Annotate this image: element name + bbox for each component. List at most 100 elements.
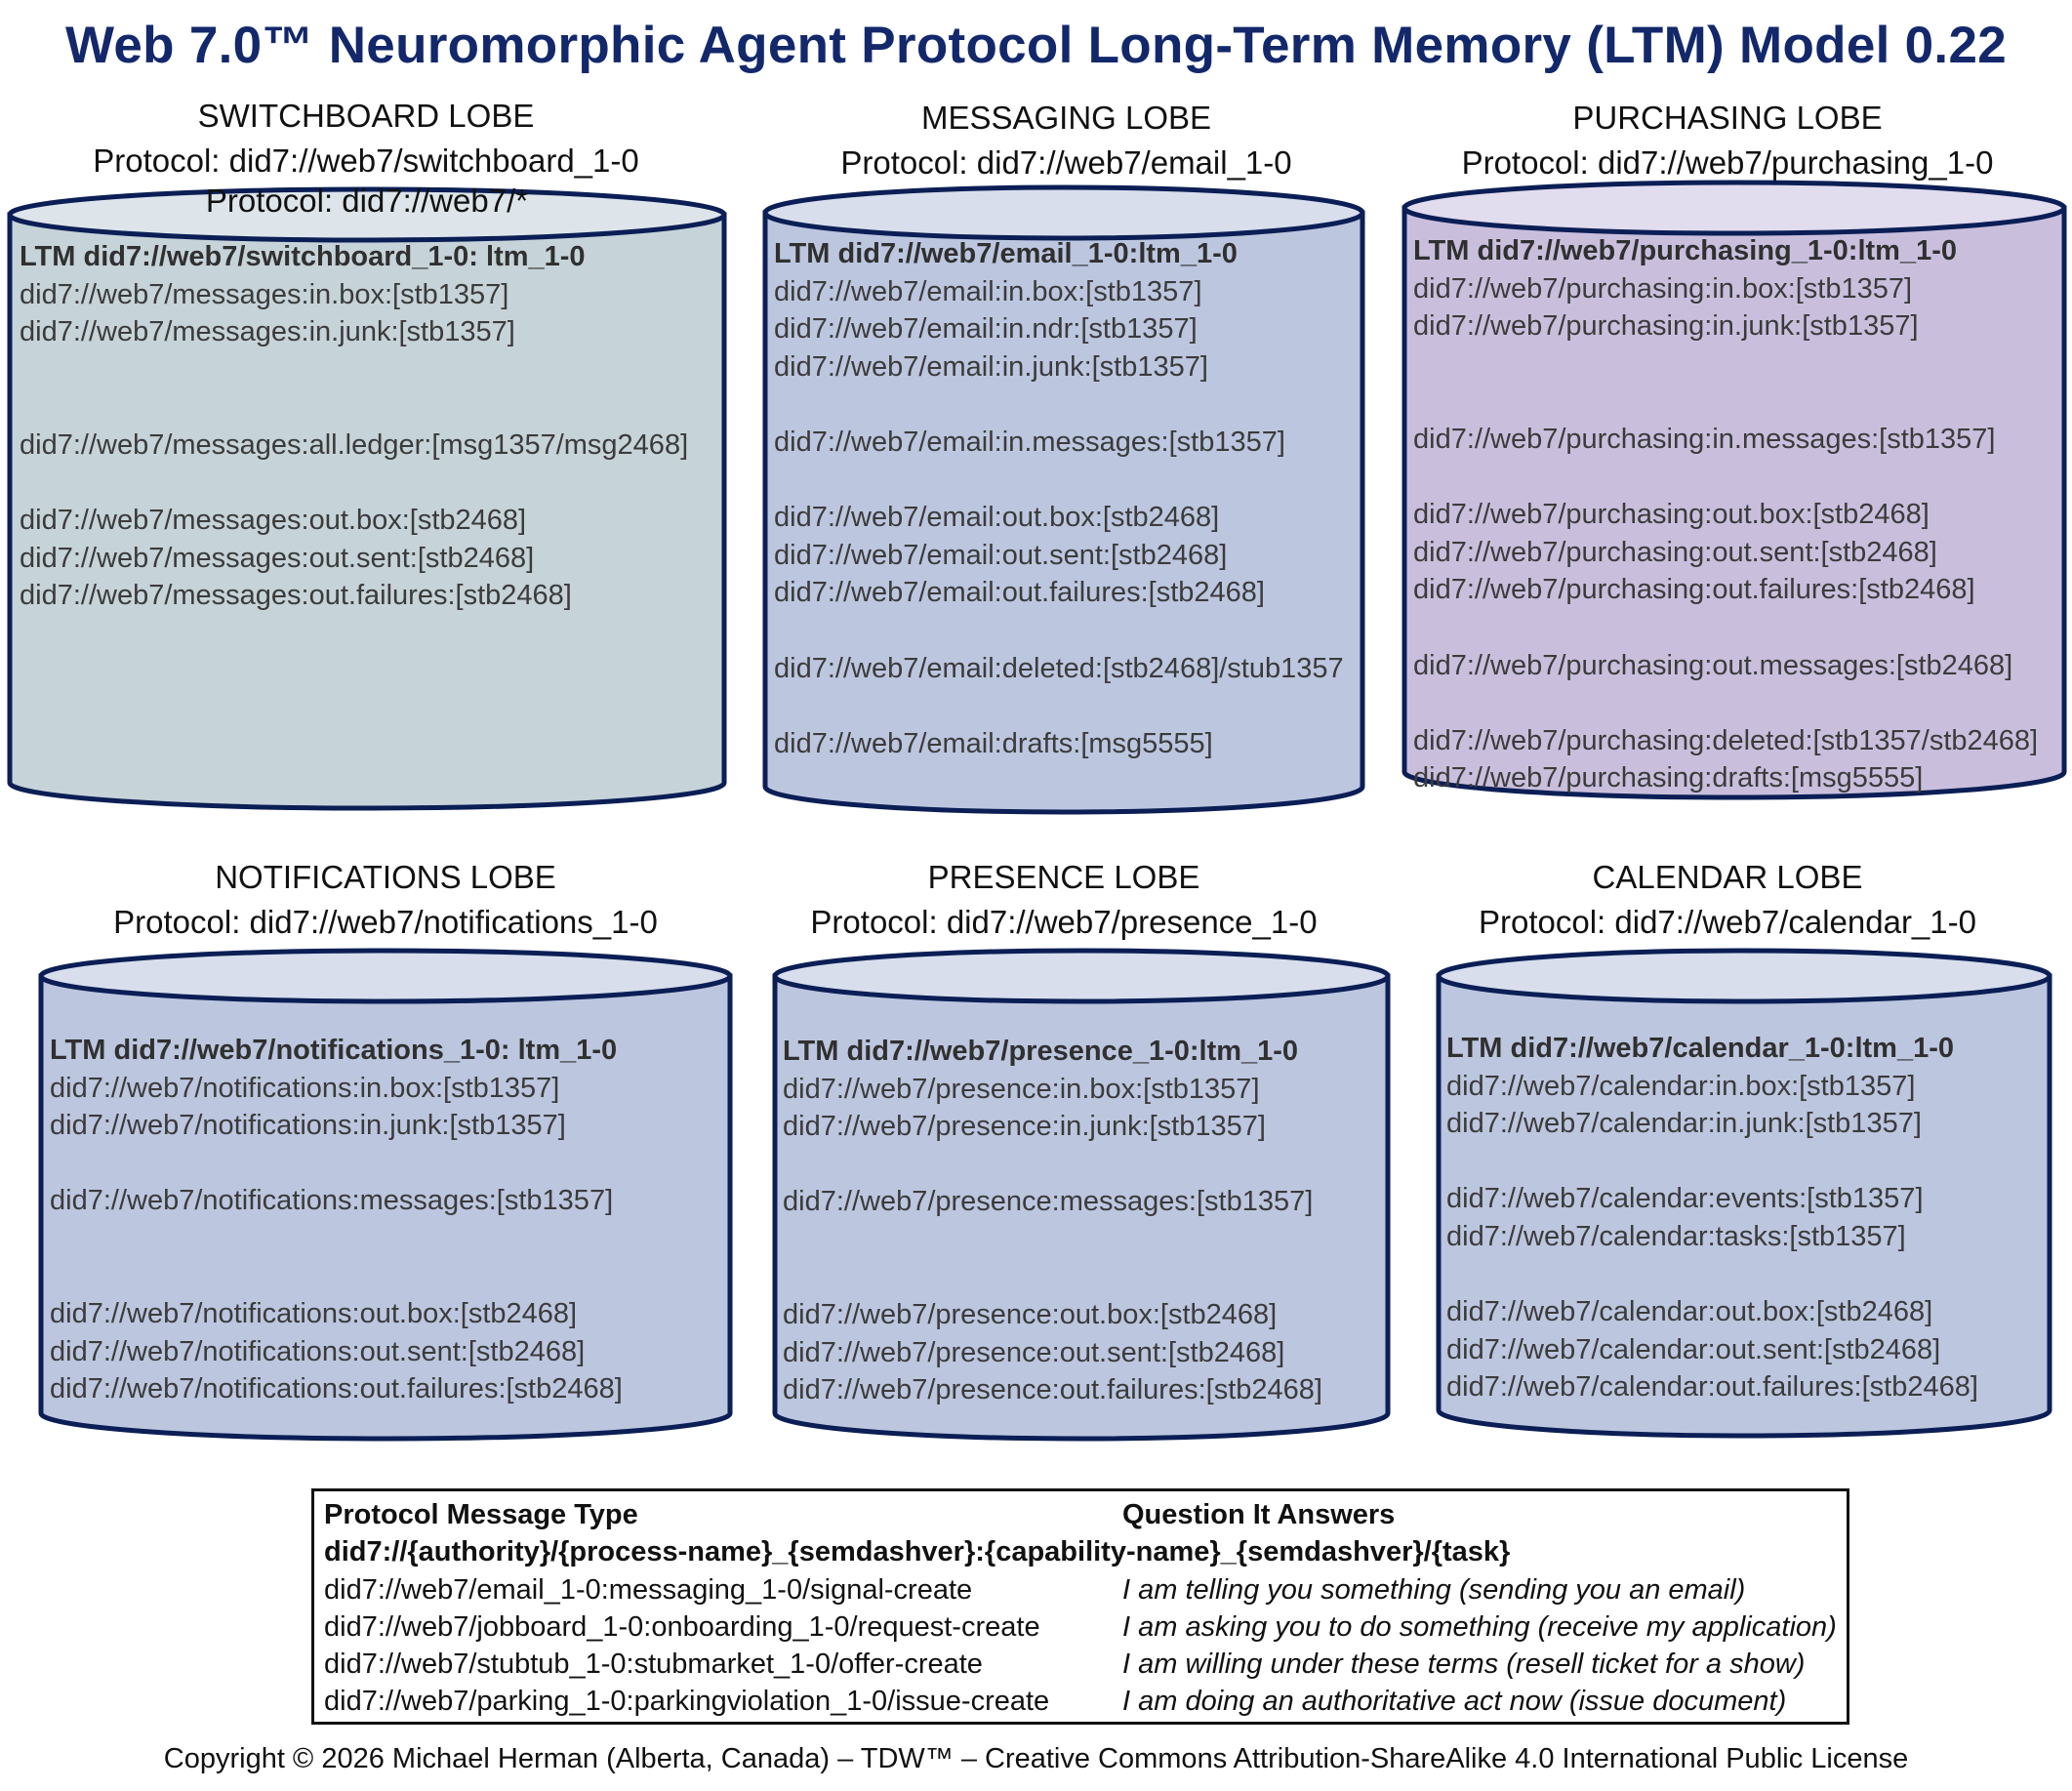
memory-entry: did7://web7/calendar:out.box:[stb2468] [1446, 1296, 1933, 1328]
memory-entry [1446, 1143, 1978, 1181]
table-cell-type: did7://web7/jobboard_1-0:onboarding_1-0/… [324, 1611, 1040, 1643]
ltm-heading: LTM did7://web7/purchasing_1-0:ltm_1-0 [1413, 235, 1958, 266]
cylinder-presence [772, 948, 1391, 1442]
cylinder-body [38, 973, 733, 1442]
memory-entry: did7://web7/email:in.box:[stb1357] [774, 275, 1202, 307]
memory-entry [1413, 383, 2038, 421]
cylinder-switchboard [7, 186, 727, 811]
memory-entry: did7://web7/notifications:out.failures:[… [50, 1373, 623, 1405]
lobe-header-switchboard: SWITCHBOARD LOBE Protocol: did7://web7/s… [0, 94, 732, 183]
memory-entry: did7://web7/messages:in.box:[stb1357] [20, 278, 509, 310]
memory-entry: did7://web7/email:in.ndr:[stb1357] [774, 313, 1198, 346]
memory-entry: did7://web7/messages:out.box:[stb2468] [20, 505, 527, 537]
cylinder-body [1402, 205, 2067, 800]
lobe-name: PRESENCE LOBE [927, 859, 1200, 895]
table-cell-answer: I am doing an authoritative act now (iss… [1122, 1686, 1787, 1717]
table-row: did7://web7/parking_1-0:parkingviolation… [324, 1683, 1837, 1720]
lobe-memory-list: LTM did7://web7/notifications_1-0: ltm_1… [50, 1032, 623, 1408]
lobe-header-messaging: MESSAGING LOBE Protocol: did7://web7/ema… [722, 96, 1410, 185]
protocol-message-type-table: Protocol Message Type Question It Answer… [311, 1488, 1849, 1725]
memory-entry: did7://web7/purchasing:out.failures:[stb… [1413, 574, 1975, 606]
cylinder-body [7, 212, 727, 811]
lobe-protocol: Protocol: did7://web7/presence_1-0 [810, 904, 1318, 940]
memory-entry: did7://web7/calendar:out.failures:[stb24… [1446, 1371, 1978, 1404]
lobe-header-purchasing: PURCHASING LOBE Protocol: did7://web7/pu… [1386, 96, 2069, 185]
lobe-name: CALENDAR LOBE [1592, 859, 1863, 895]
table-header-row: Protocol Message Type Question It Answer… [324, 1496, 1837, 1533]
table-row: did7://web7/stubtub_1-0:stubmarket_1-0/o… [324, 1646, 1837, 1683]
memory-entry: did7://web7/purchasing:out.messages:[stb… [1413, 649, 2013, 681]
cylinder-top [1402, 180, 2067, 236]
lobe-header-presence: PRESENCE LOBE Protocol: did7://web7/pres… [722, 855, 1405, 945]
memory-entry: did7://web7/notifications:out.box:[stb24… [50, 1298, 578, 1330]
lobe-protocol: Protocol: did7://web7/notifications_1-0 [113, 904, 658, 940]
memory-entry [1413, 684, 2038, 722]
ltm-heading: LTM did7://web7/switchboard_1-0: ltm_1-0 [20, 241, 586, 272]
memory-entry: did7://web7/messages:all.ledger:[msg1357… [20, 428, 689, 461]
memory-entry: did7://web7/presence:messages:[stb1357] [783, 1186, 1314, 1218]
memory-entry: did7://web7/purchasing:drafts:[msg5555] [1413, 762, 1924, 794]
table-cell-answer: I am asking you to do something (receive… [1122, 1611, 1837, 1643]
table-header-answer: Question It Answers [1122, 1499, 1396, 1530]
memory-entry: did7://web7/purchasing:in.junk:[stb1357] [1413, 310, 1919, 343]
lobe-protocol: Protocol: did7://web7/calendar_1-0 [1479, 904, 1976, 940]
lobe-memory-list: LTM did7://web7/switchboard_1-0: ltm_1-0… [20, 238, 688, 615]
memory-entry [774, 386, 1344, 424]
memory-entry: did7://web7/purchasing:in.box:[stb1357] [1413, 272, 1913, 305]
cylinder-top [772, 948, 1391, 1004]
memory-entry: did7://web7/messages:out.sent:[stb2468] [20, 542, 535, 574]
cylinder-top [1436, 948, 2052, 1004]
cylinder-top [7, 186, 727, 243]
lobe-name: PURCHASING LOBE [1572, 100, 1883, 136]
memory-entry [20, 465, 688, 503]
memory-entry: did7://web7/presence:in.box:[stb1357] [783, 1073, 1260, 1105]
memory-entry: did7://web7/notifications:in.box:[stb135… [50, 1072, 560, 1104]
memory-entry: did7://web7/purchasing:out.box:[stb2468] [1413, 499, 1930, 531]
memory-entry [783, 1146, 1322, 1184]
memory-entry [50, 1220, 623, 1258]
lobe-protocol: Protocol: did7://web7/switchboard_1-0 [93, 142, 639, 179]
memory-entry [1413, 346, 2038, 384]
memory-entry: did7://web7/email:in.messages:[stb1357] [774, 426, 1285, 458]
table-cell-answer: I am telling you something (sending you … [1122, 1574, 1746, 1606]
memory-entry: did7://web7/email:drafts:[msg5555] [774, 727, 1213, 759]
memory-entry: did7://web7/email:out.failures:[stb2468] [774, 577, 1265, 609]
memory-entry: did7://web7/presence:in.junk:[stb1357] [783, 1111, 1266, 1143]
cylinder-body [762, 210, 1365, 815]
lobe-protocol: Protocol: did7://web7/email_1-0 [840, 144, 1292, 181]
memory-entry [1413, 609, 2038, 647]
memory-entry: did7://web7/calendar:tasks:[stb1357] [1446, 1220, 1906, 1252]
memory-entry: did7://web7/notifications:messages:[stb1… [50, 1185, 614, 1217]
cylinder-body [1436, 973, 2052, 1439]
memory-entry [783, 1259, 1322, 1297]
memory-entry: did7://web7/calendar:out.sent:[stb2468] [1446, 1333, 1941, 1365]
cylinder-notifications [38, 948, 733, 1442]
memory-entry [774, 612, 1344, 650]
memory-entry [1446, 1256, 1978, 1294]
memory-entry: did7://web7/purchasing:out.sent:[stb2468… [1413, 536, 1937, 568]
table-row: did7://web7/email_1-0:messaging_1-0/sign… [324, 1571, 1837, 1608]
memory-entry: did7://web7/email:out.sent:[stb2468] [774, 539, 1228, 571]
memory-entry: did7://web7/purchasing:in.messages:[stb1… [1413, 423, 1996, 455]
memory-entry: did7://web7/email:out.box:[stb2468] [774, 502, 1220, 534]
memory-entry: did7://web7/notifications:out.sent:[stb2… [50, 1335, 586, 1367]
table-cell-type: did7://web7/parking_1-0:parkingviolation… [324, 1686, 1050, 1717]
memory-entry [774, 687, 1344, 725]
cylinder-calendar [1436, 948, 2052, 1439]
memory-entry: did7://web7/messages:out.failures:[stb24… [20, 580, 572, 612]
table-pattern-row: did7://{authority}/{process-name}_{semda… [324, 1536, 1511, 1567]
memory-entry: did7://web7/notifications:in.junk:[stb13… [50, 1110, 566, 1142]
ltm-heading: LTM did7://web7/email_1-0:ltm_1-0 [774, 238, 1238, 269]
table-cell-type: did7://web7/stubtub_1-0:stubmarket_1-0/o… [324, 1649, 983, 1680]
table-cell-answer: I am willing under these terms (resell t… [1122, 1649, 1806, 1680]
table-header-type: Protocol Message Type [324, 1499, 638, 1530]
memory-entry: did7://web7/calendar:events:[stb1357] [1446, 1183, 1924, 1215]
lobe-name: NOTIFICATIONS LOBE [215, 859, 556, 895]
lobe-header-calendar: CALENDAR LOBE Protocol: did7://web7/cale… [1386, 855, 2069, 945]
table-cell-type: did7://web7/email_1-0:messaging_1-0/sign… [324, 1574, 973, 1606]
memory-entry [50, 1258, 623, 1296]
lobe-protocol: Protocol: did7://web7/purchasing_1-0 [1461, 144, 1994, 181]
memory-entry [50, 1145, 623, 1183]
